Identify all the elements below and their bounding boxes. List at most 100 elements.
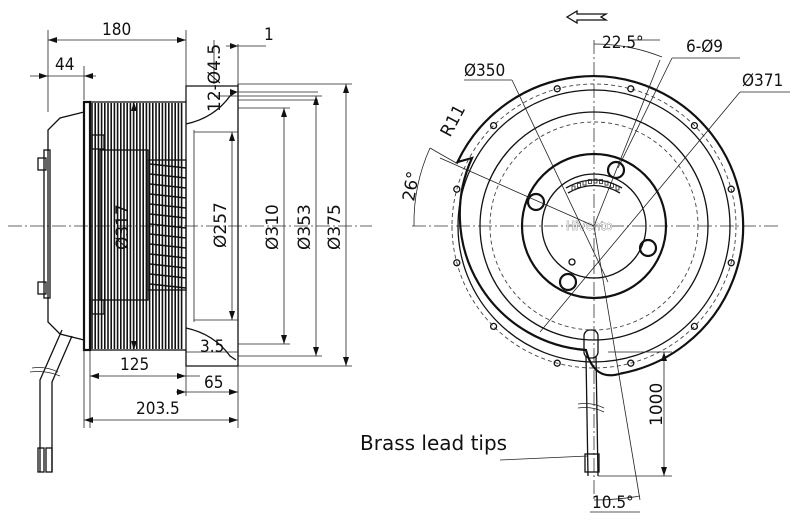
inlet-ring-circle (479, 111, 709, 341)
bolt-hole (453, 259, 461, 267)
dim-310: Ø310 (238, 107, 290, 345)
flange-bolt-holes (453, 85, 735, 367)
dim-375-label: Ø375 (325, 204, 345, 250)
bolt-hole (627, 85, 635, 93)
dim-203-5: 203.5 (83, 340, 238, 428)
dim-125-label: 125 (120, 355, 149, 375)
arc-10-5 (593, 495, 641, 501)
bolt-hole (489, 322, 498, 331)
dim-3-5-label: 3.5 (200, 337, 224, 357)
leaders (429, 39, 790, 513)
bolt-hole (690, 322, 699, 331)
inner-blade (149, 243, 187, 249)
label-tick (577, 182, 581, 188)
cable-side (29, 329, 73, 473)
bolt-hole (553, 359, 561, 367)
inner-blade (149, 263, 187, 269)
inner-blade (149, 173, 187, 179)
inner-blade (149, 203, 187, 209)
brand-label: Hivento (565, 178, 623, 233)
side-view: 180 44 1 12-Ø4.5 Ø317 (8, 20, 372, 473)
d-350-label: Ø350 (464, 61, 505, 81)
r-11-label: R11 (437, 101, 470, 140)
motor-housing (47, 111, 85, 341)
plate-hole (606, 160, 626, 180)
label-tick (604, 180, 609, 186)
plate-hole (638, 238, 658, 258)
dim-44: 44 (30, 55, 96, 100)
inlet-curve-bottom (185, 327, 237, 361)
label-tick (599, 179, 603, 184)
bolt-hole (553, 85, 561, 93)
cable-front (577, 329, 605, 477)
dim-203-5-label: 203.5 (136, 399, 180, 419)
dim-375: Ø375 (238, 83, 352, 367)
arc-26 (413, 147, 431, 227)
inner-blade (149, 233, 187, 239)
angle-26-label: 26° (399, 170, 424, 203)
bolt-hole (727, 259, 735, 267)
plate-pin (568, 258, 576, 266)
bolt-hole (489, 121, 498, 130)
dim-125: 125 (89, 350, 200, 428)
dim-65: 65 (176, 366, 239, 428)
bolt-hole (627, 359, 635, 367)
hub-block-top (91, 134, 105, 150)
inner-plate (520, 152, 668, 300)
terminal-box-top (37, 157, 47, 171)
flange-inner-ring (457, 89, 731, 363)
inner-blades (149, 163, 187, 289)
dim-180: 180 (47, 20, 187, 112)
label-tick (582, 180, 587, 186)
dim-3-5: 3.5 (186, 337, 238, 357)
holes-6-label: 6-Ø9 (686, 37, 723, 57)
dim-12-holes-label: 12-Ø4.5 (205, 44, 225, 112)
terminal-box-bottom (37, 281, 47, 295)
angle-10-5-label: 10.5° (592, 493, 634, 513)
label-tick (615, 185, 620, 191)
inner-blade (149, 163, 187, 169)
label-tick (593, 178, 598, 184)
dim-353-label: Ø353 (295, 204, 315, 250)
dim-257: Ø257 (194, 131, 238, 321)
inner-blade (149, 253, 187, 259)
front-view: Hivento (360, 9, 790, 513)
plate-hole (526, 192, 546, 212)
bolt-hole (453, 185, 461, 193)
dim-310-label: Ø310 (263, 204, 283, 250)
bolt-hole (727, 185, 735, 193)
plate-holes (526, 160, 658, 292)
dim-12-holes: 12-Ø4.5 (205, 40, 318, 112)
label-tick (588, 179, 592, 184)
label-tick (571, 185, 576, 191)
dim-44-label: 44 (55, 55, 74, 75)
bolt-circle-dashed (451, 83, 737, 369)
hub-block-bottom (91, 299, 105, 315)
dim-317: Ø317 (113, 102, 137, 350)
brand-text: Hivento (566, 219, 613, 233)
dim-65-label: 65 (204, 373, 223, 393)
dim-317-label: Ø317 (113, 204, 133, 250)
dim-257-label: Ø257 (211, 202, 231, 248)
brass-lead-tips-callout: Brass lead tips (360, 431, 507, 455)
dim-353: Ø353 (238, 95, 322, 357)
impeller-blades (91, 103, 183, 349)
inlet-core (147, 159, 187, 291)
outer-flange (455, 75, 745, 377)
inner-blade (149, 273, 187, 279)
inner-blade (149, 283, 187, 289)
hub-circle (541, 173, 647, 279)
rotation-arrow (565, 9, 609, 25)
inner-blade (149, 183, 187, 189)
bolt-hole (690, 121, 699, 130)
cable-length-label: 1000 (647, 383, 667, 426)
inner-blade (149, 223, 187, 229)
dim-1-label: 1 (264, 25, 274, 45)
plate-hole (558, 272, 578, 292)
arc-22-5 (593, 43, 663, 58)
d-371-label: Ø371 (742, 71, 783, 91)
motor-rear-cap (43, 149, 51, 299)
dim-180-label: 180 (102, 20, 131, 40)
angle-22-5-label: 22.5° (602, 33, 644, 53)
